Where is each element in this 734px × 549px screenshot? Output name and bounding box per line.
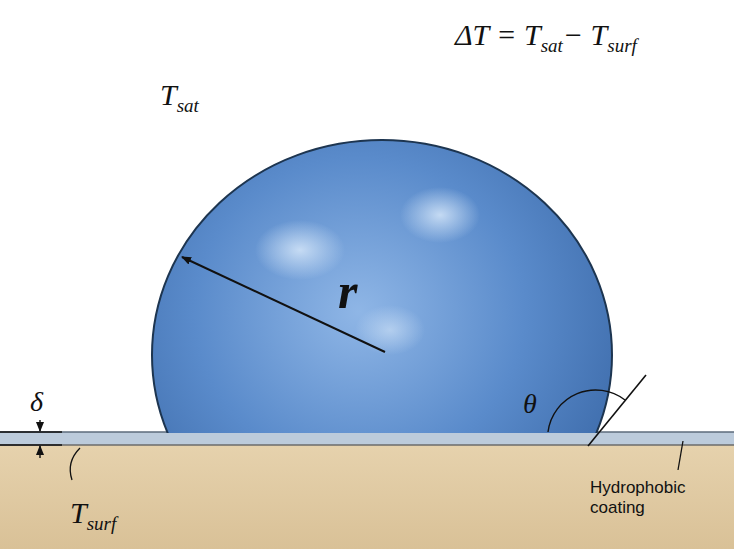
angle-label: θ bbox=[523, 388, 537, 420]
label-text: − T bbox=[563, 18, 607, 51]
label-text: θ bbox=[523, 388, 537, 419]
temperature-label: Tsat bbox=[160, 78, 199, 117]
subscript: sat bbox=[177, 95, 199, 116]
highlight bbox=[355, 305, 425, 355]
label-text: T bbox=[160, 78, 177, 111]
dimension-arrow bbox=[39, 420, 40, 431]
subscript: surf bbox=[87, 513, 117, 534]
coating-edge bbox=[0, 444, 734, 446]
substrate bbox=[0, 445, 734, 549]
coating-label: Hydrophobic coating bbox=[590, 478, 715, 517]
radius-arrow bbox=[182, 257, 385, 352]
highlight bbox=[255, 220, 345, 280]
label-text: ΔT = T bbox=[455, 18, 541, 51]
leader-line bbox=[70, 448, 80, 480]
subscript: surf bbox=[607, 35, 637, 56]
label-text: T bbox=[70, 496, 87, 529]
highlight bbox=[400, 187, 480, 243]
label-text: Hydrophobic coating bbox=[590, 478, 685, 517]
hydrophobic-coating bbox=[0, 432, 734, 445]
dimension-line bbox=[0, 431, 62, 432]
radius-label: r bbox=[338, 262, 357, 320]
subscript: sat bbox=[541, 35, 563, 56]
thickness-label: δ bbox=[30, 386, 43, 418]
equation: ΔT = Tsat− Tsurf bbox=[455, 18, 637, 57]
dimension-line bbox=[0, 444, 62, 445]
dimension-arrow bbox=[39, 446, 40, 458]
temperature-label: Tsurf bbox=[70, 496, 116, 535]
leader-line bbox=[678, 441, 683, 470]
label-text: r bbox=[338, 263, 357, 319]
water-droplet bbox=[152, 140, 612, 433]
tangent-line bbox=[588, 375, 646, 446]
label-text: δ bbox=[30, 386, 43, 417]
angle-arc bbox=[548, 390, 625, 432]
